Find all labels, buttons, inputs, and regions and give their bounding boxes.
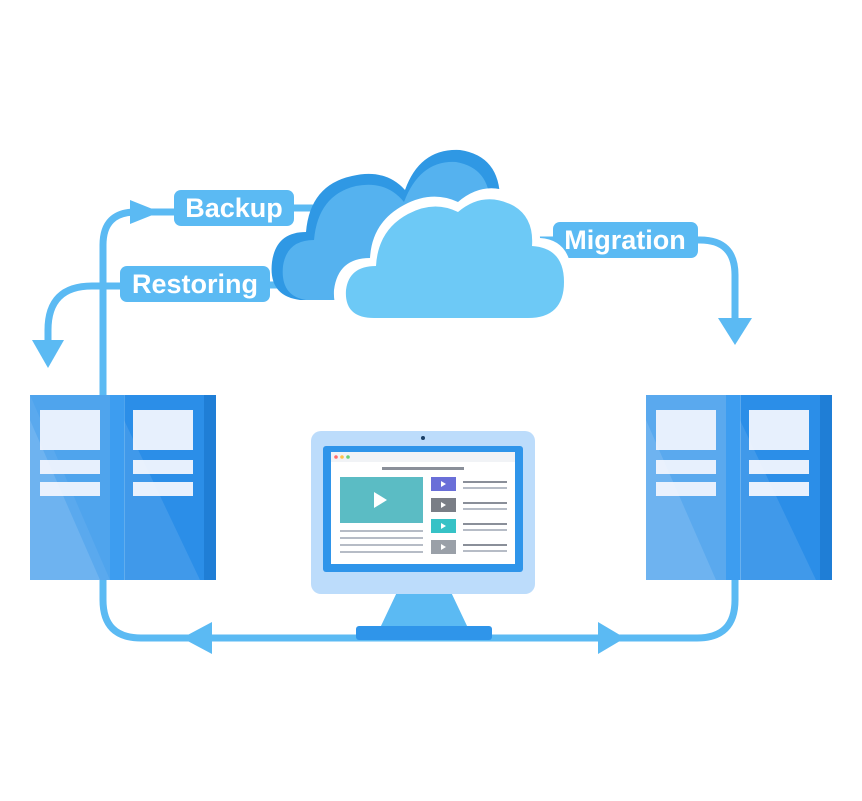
left-server-icon [30,395,216,580]
arrowheads [32,200,752,654]
play-icon [374,492,387,508]
restoring-flow-line [44,282,126,352]
backup-flow-line [99,208,184,399]
migration-label-text: Migration [564,225,686,255]
migration-label: Migration [553,222,698,258]
bottom-right-arrow-icon [598,622,625,654]
cloud-icon [271,149,572,326]
bottom-left-arrow-icon [182,622,212,654]
restoring-arrow-icon [32,340,64,368]
backup-label-text: Backup [185,193,283,223]
restoring-label: Restoring [120,266,270,302]
monitor-icon [311,431,535,640]
right-server-icon [646,395,832,580]
migration-arrow-icon [718,318,752,345]
restoring-label-text: Restoring [132,269,258,299]
migration-flow-line [686,236,739,324]
cloud-front [345,199,564,318]
backup-label: Backup [174,190,294,226]
backup-arrow-icon [130,200,160,224]
monitor-stand [380,590,468,628]
